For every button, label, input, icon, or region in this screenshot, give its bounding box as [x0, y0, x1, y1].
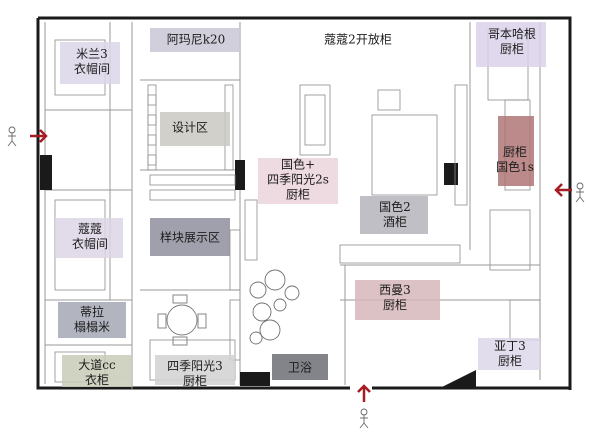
swatch-armani: [150, 28, 240, 52]
label-line: 厨柜: [285, 187, 311, 202]
swatch-milan: [60, 42, 120, 84]
label-line: 阿玛尼k20: [166, 32, 226, 47]
label-line: 国色1s: [496, 160, 534, 174]
walking-person-icon: [7, 126, 17, 147]
walking-person-icon: [359, 408, 369, 429]
label-line: 衣帽间: [71, 237, 109, 251]
label-line: 衣柜: [84, 373, 110, 387]
label-line: 设计区: [171, 120, 209, 135]
label-line: 大道cc: [78, 358, 116, 372]
entrance-arrow-icon: [554, 183, 572, 197]
zone-label-guose-wine: 国色2 酒柜: [379, 200, 411, 230]
plant-cluster: [249, 269, 300, 345]
label-line: 国色2: [379, 200, 411, 214]
round-table: [157, 294, 207, 346]
label-line: 厨柜: [502, 145, 528, 159]
zone-label-sample-display: 样块展示区: [160, 231, 220, 246]
furniture: [54, 29, 541, 383]
label-line: 厨柜: [497, 354, 523, 368]
swatch-guose-wine: [360, 196, 428, 234]
swatch-siman: [355, 280, 440, 320]
label-line: 酒柜: [382, 215, 408, 229]
swatch-aladdin: [478, 338, 540, 370]
label-line: 四季阳光3: [167, 359, 223, 373]
zone-label-koukou-wardrobe: 蔻蔻 衣帽间: [72, 222, 108, 252]
swatch-kitchen-guose: [498, 116, 534, 186]
swatch-bathroom: [272, 354, 328, 380]
label-line: 榻榻米: [73, 320, 111, 334]
label-line: 衣帽间: [73, 62, 111, 76]
label-line: 四季阳光2s: [267, 172, 329, 187]
entrance-arrow-icon: [30, 129, 48, 143]
zone-label-kitchen-guose: 厨柜 国色1s: [496, 145, 534, 175]
label-line: 西曼3: [379, 283, 411, 297]
zone-label-aladdin: 亚丁3 厨柜: [494, 339, 526, 369]
zone-label-milan-wardrobe: 米兰3 衣帽间: [74, 47, 110, 77]
zone-label-koukou-open: 蔻蔻2开放柜: [324, 33, 392, 48]
zone-label-armani: 阿玛尼k20: [167, 33, 226, 48]
zone-label-copenhagen: 哥本哈根 厨柜: [488, 27, 536, 57]
swatch-guose-four: [258, 158, 338, 204]
label-line: 厨柜: [499, 42, 525, 56]
swatch-dadao: [62, 355, 132, 387]
label-line: 米兰3: [76, 47, 108, 61]
swatch-tila: [58, 302, 126, 338]
label-line: 蒂拉: [79, 305, 105, 319]
swatch-four-seasons: [155, 355, 235, 385]
zone-swatches: [55, 22, 546, 387]
zone-label-tila: 蒂拉 榻榻米: [74, 305, 110, 335]
label-line: 厨柜: [182, 374, 208, 388]
swatch-koukou: [55, 218, 123, 258]
label-line: 哥本哈根: [487, 27, 537, 41]
label-line: 亚丁3: [494, 339, 526, 353]
label-line: 蔻蔻: [77, 222, 103, 236]
zone-label-four-seasons: 四季阳光3 厨柜: [167, 359, 223, 389]
zone-label-guose-four-seasons: 国色+ 四季阳光2s 厨柜: [267, 158, 329, 203]
zone-label-bathroom: 卫浴: [288, 361, 312, 376]
label-line: 蔻蔻2开放柜: [324, 32, 392, 47]
label-line: 厨柜: [382, 298, 408, 312]
zone-label-dadao: 大道cc 衣柜: [78, 358, 115, 388]
wall-blocks: [40, 155, 476, 388]
swatch-design: [160, 112, 230, 146]
entrance-arrow-icon: [357, 384, 371, 402]
swatch-sample: [150, 218, 230, 256]
zone-label-siman: 西曼3 厨柜: [379, 283, 411, 313]
label-line: 国色+: [280, 157, 316, 172]
zone-label-design-area: 设计区: [172, 121, 208, 136]
label-line: 样块展示区: [159, 230, 221, 245]
walking-person-icon: [575, 182, 585, 203]
swatch-copenhagen: [476, 22, 546, 67]
label-line: 卫浴: [287, 360, 313, 375]
